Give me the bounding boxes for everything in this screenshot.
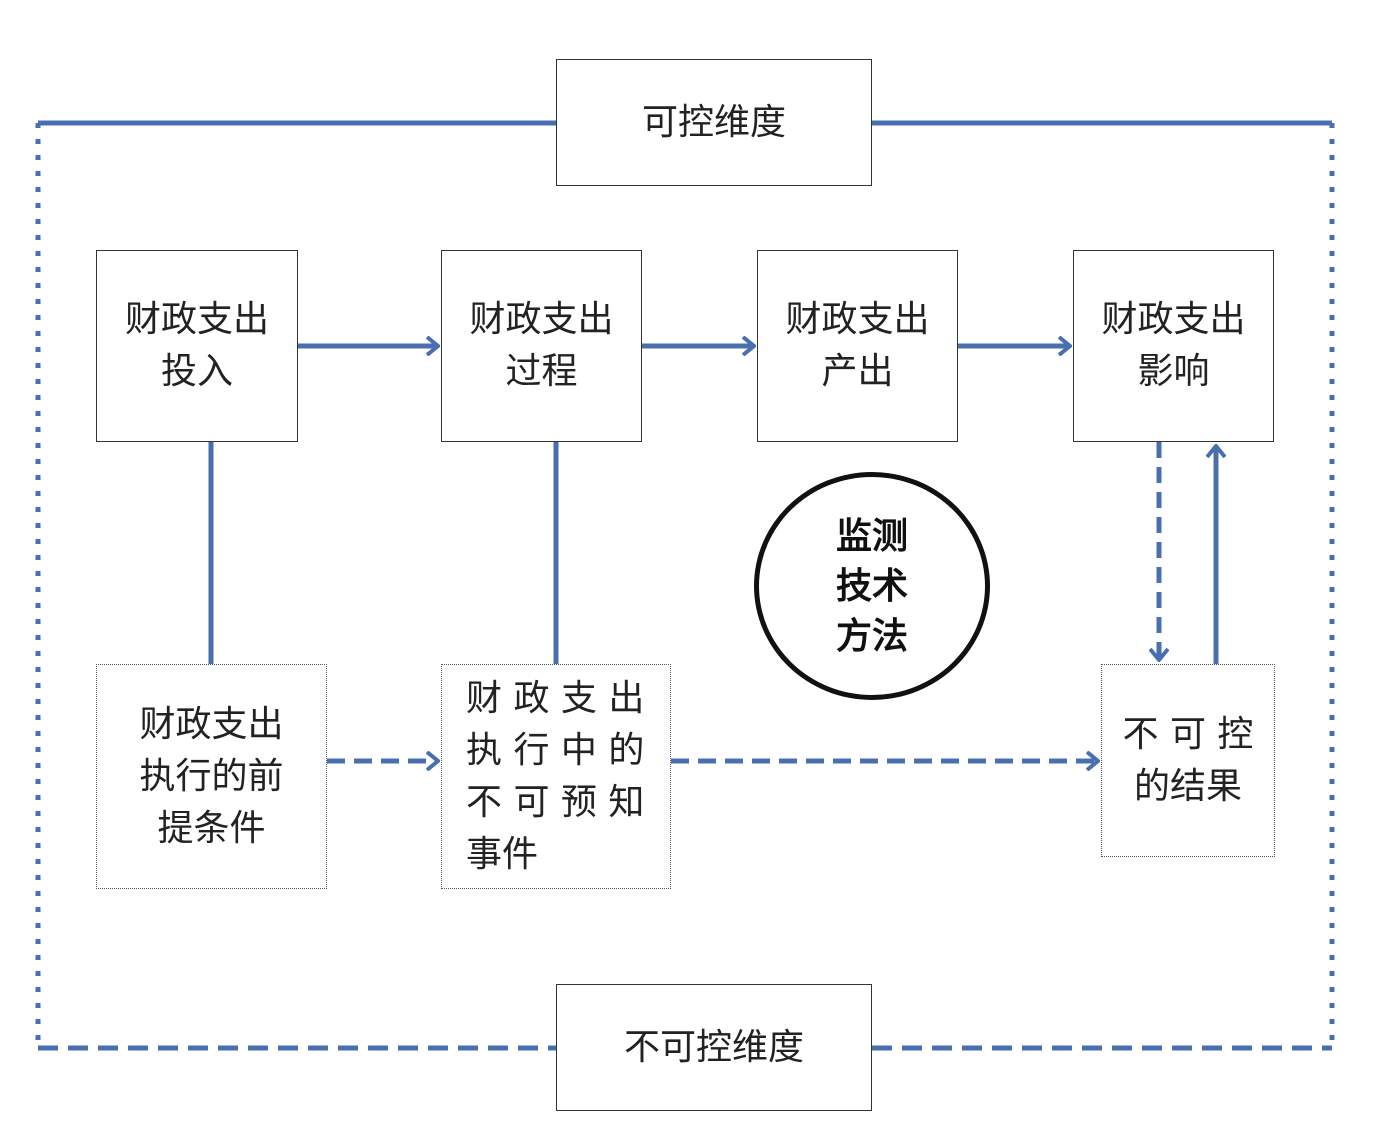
stage-process-line-1: 财政支出 [469,299,614,340]
stage-impact-line-1: 财政支出 [1101,299,1246,340]
stage-input-line-2: 投入 [160,351,233,392]
stage-process-line-2: 过程 [505,351,578,392]
uncontrollable-result-line-2: 的结果 [1133,765,1242,807]
stage-output-line-2: 产出 [821,351,894,392]
stage-impact-line-2: 影响 [1137,351,1210,392]
monitoring-method-line-2: 技术 [835,565,908,607]
uncontrollable-result-box: 不 可 控 的结果 [1101,664,1275,857]
precondition-line-2: 执行的前 [139,755,284,797]
monitoring-method-line-3: 方法 [835,615,908,657]
unforeseen-event-line-2: 执 行 中 的 [466,729,645,771]
stage-process-box: 财政支出 过程 [441,250,642,442]
unforeseen-event-line-1: 财 政 支 出 [466,677,645,719]
unforeseen-event-line-4: 事件 [466,833,539,875]
uncontrollable-dimension-box: 不可控维度 [556,984,872,1111]
stage-output-line-1: 财政支出 [785,299,930,340]
unforeseen-event-box: 财 政 支 出 执 行 中 的 不 可 预 知 事件 [441,664,671,889]
precondition-box: 财政支出 执行的前 提条件 [96,664,327,889]
stage-output-box: 财政支出 产出 [757,250,958,442]
monitoring-method-line-1: 监测 [835,515,908,557]
outer-boundary [35,120,1335,1051]
unforeseen-event-line-3: 不 可 预 知 [466,781,645,823]
precondition-line-3: 提条件 [157,807,266,849]
precondition-line-1: 财政支出 [139,703,284,745]
stage-input-box: 财政支出 投入 [96,250,298,442]
controllable-dimension-box: 可控维度 [556,59,872,186]
controllable-dimension-label: 可控维度 [641,101,786,143]
stage-input-line-1: 财政支出 [124,299,269,340]
uncontrollable-result-line-1: 不 可 控 [1122,713,1254,755]
stage-impact-box: 财政支出 影响 [1073,250,1274,442]
monitoring-method-circle: 监测 技术 方法 [754,472,990,700]
uncontrollable-dimension-label: 不可控维度 [623,1026,804,1068]
